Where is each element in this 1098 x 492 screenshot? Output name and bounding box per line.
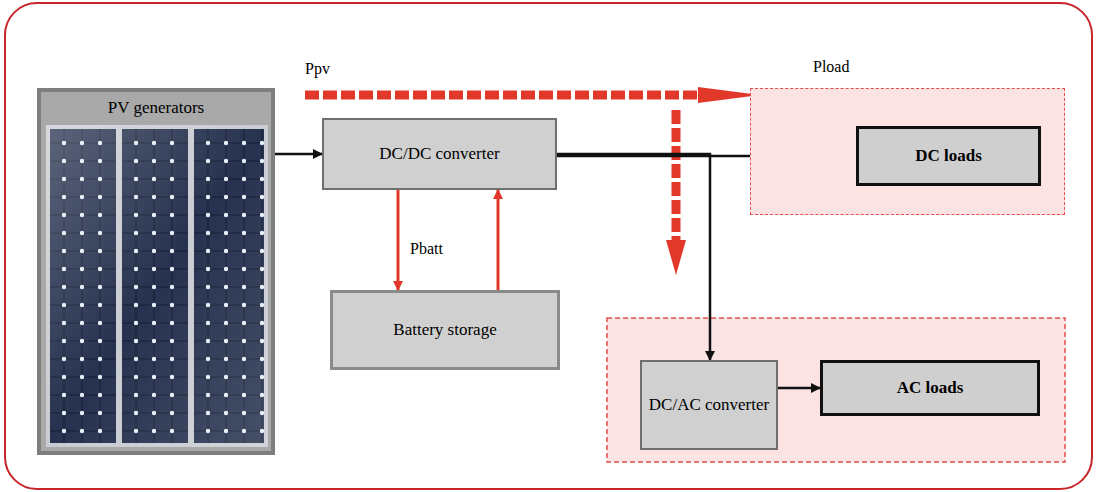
load-box: DC loads bbox=[856, 126, 1041, 186]
battery-box: Battery storage bbox=[330, 290, 560, 370]
pv-generator-box: PV generators bbox=[37, 88, 275, 455]
node-label: DC/DC converter bbox=[379, 144, 499, 164]
power-label: Pbatt bbox=[410, 240, 443, 258]
node-label: AC loads bbox=[897, 378, 964, 398]
power-connector bbox=[778, 387, 820, 390]
power-connector bbox=[557, 154, 710, 360]
node-label: DC loads bbox=[915, 146, 982, 166]
dc-load-region: PloadDC loads bbox=[750, 88, 1065, 215]
power-label: Ppv bbox=[305, 60, 330, 78]
load-box: AC loads bbox=[820, 360, 1040, 416]
node-label: DC/AC converter bbox=[649, 395, 769, 415]
power-flow-arrow bbox=[305, 87, 760, 275]
converter-box: DC/DC converter bbox=[322, 118, 557, 190]
battery-power-arrow bbox=[497, 190, 500, 290]
node-label: PV generators bbox=[108, 98, 204, 118]
node-label: Battery storage bbox=[393, 320, 496, 340]
inverter-box: DC/AC converter bbox=[640, 360, 778, 450]
system-border bbox=[5, 3, 1092, 489]
battery-power-arrow bbox=[397, 190, 400, 290]
power-connector bbox=[275, 153, 322, 156]
region-heading: Pload bbox=[813, 57, 849, 76]
solar-panel-photo bbox=[46, 125, 268, 447]
ac-load-region bbox=[607, 318, 1065, 462]
